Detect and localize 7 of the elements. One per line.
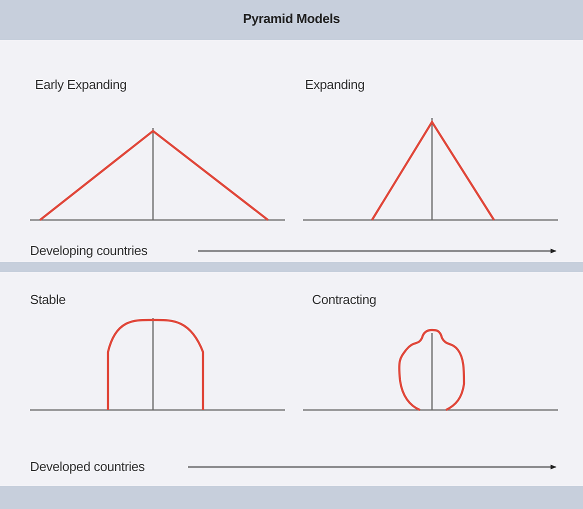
text-label: Stable xyxy=(30,292,66,307)
text-label: Early Expanding xyxy=(35,77,127,92)
text-label: Contracting xyxy=(312,292,376,307)
text-label: Developed countries xyxy=(30,459,145,474)
text-label: Expanding xyxy=(305,77,365,92)
title: Pyramid Models xyxy=(242,11,341,26)
text-label: Developing countries xyxy=(30,243,148,258)
